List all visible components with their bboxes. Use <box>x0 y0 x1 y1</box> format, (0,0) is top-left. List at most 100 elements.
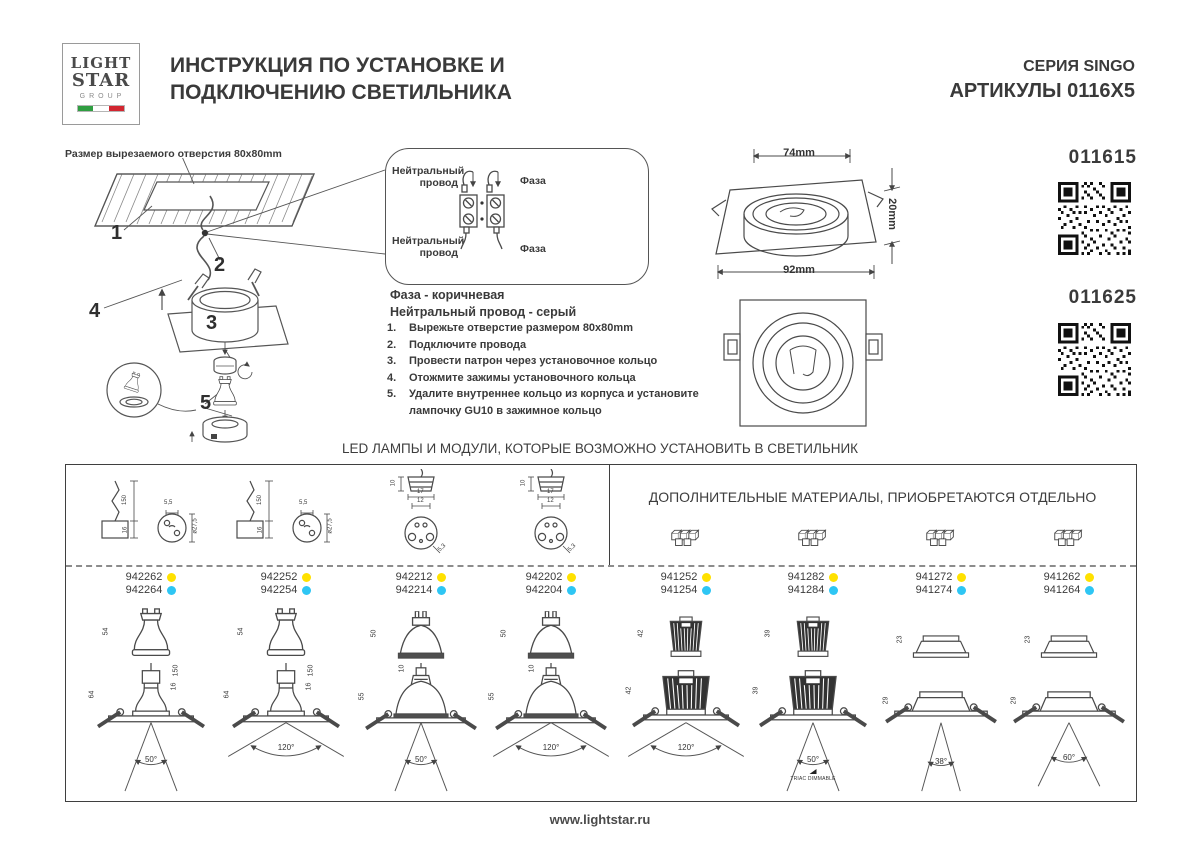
dim-label: 42 <box>637 629 645 638</box>
lamp-code: 942212 <box>395 571 433 583</box>
dim-label: 54 <box>237 627 245 636</box>
dim-92mm: 92mm <box>783 264 815 276</box>
phase-color: Фаза - коричневая <box>390 288 505 302</box>
lamp-code: 941262 <box>1043 571 1081 583</box>
dimmable-note: TRIAC DIMMABLE <box>790 776 836 782</box>
beam-angle: 60° <box>1062 753 1076 762</box>
phase-wire-label: Фаза <box>520 175 546 187</box>
fixture-dimension-drawing <box>711 149 901 427</box>
logo-word: STAR <box>71 70 131 91</box>
modules-panel: ДОПОЛНИТЕЛЬНЫЕ МАТЕРИАЛЫ, ПРИОБРЕТАЮТСЯ … <box>65 464 1137 802</box>
beam-angle: 120° <box>277 743 295 752</box>
yellow-dot-icon <box>302 572 312 582</box>
lamp-codes: 942202 942204 <box>486 571 616 596</box>
module-column: 941272 941274 23 29 38° <box>876 465 1006 801</box>
lamp-drawing: 50 <box>356 604 486 662</box>
lamp-codes: 941282 941284 <box>748 571 878 596</box>
beam-angle: 120° <box>542 743 560 752</box>
module-column: 10 17 12 5,3 942212 942214 50 55 10 50° <box>356 465 486 801</box>
blue-dot-icon <box>1085 585 1095 595</box>
article-number: 011625 <box>1068 287 1137 308</box>
step-item: 4.Отожмите зажимы установочного кольца <box>387 371 636 384</box>
dim-label: ø27,5 <box>192 518 199 534</box>
diagram-step-1: 1 <box>111 222 123 244</box>
lamp-codes: 941272 941274 <box>876 571 1006 596</box>
install-drawing: 42 120° <box>621 663 751 797</box>
module-column: 941282 941284 39 39 50° TRIAC DIMMABLE <box>748 465 878 801</box>
dimmer-icon <box>809 769 817 774</box>
neutral-wire-label: Нейтральный провод <box>392 165 465 189</box>
dim-label: 16 <box>257 526 264 534</box>
dim-label: 50 <box>370 629 378 638</box>
blue-dot-icon <box>957 585 967 595</box>
dim-label: 150 <box>257 494 264 506</box>
yellow-dot-icon <box>437 572 447 582</box>
lamp-drawing: 54 <box>221 604 351 662</box>
install-drawing: 29 60° <box>1004 663 1134 797</box>
blue-dot-icon <box>437 585 447 595</box>
lamp-codes: 942212 942214 <box>356 571 486 596</box>
dim-label: 17 <box>547 489 554 495</box>
lamp-code: 941274 <box>915 584 953 596</box>
dim-label: 5,5 <box>299 500 308 506</box>
logo-word: LIGHT <box>70 54 132 72</box>
extras-title: ДОПОЛНИТЕЛЬНЫЕ МАТЕРИАЛЫ, ПРИОБРЕТАЮТСЯ … <box>648 489 1097 505</box>
dim-label: 50 <box>500 629 508 638</box>
step-item: 3.Провести патрон через установочное кол… <box>387 355 658 367</box>
yellow-dot-icon <box>957 572 967 582</box>
gu53-socket-drawing: 10 17 12 5,3 <box>516 469 586 563</box>
lamp-codes: 942252 942254 <box>221 571 351 596</box>
gu10-socket-drawing: 150 16 5,5 ø27,5 <box>96 473 206 561</box>
beam-angle: 50° <box>806 755 820 764</box>
dim-label: 16 <box>122 526 129 534</box>
blue-dot-icon <box>829 585 839 595</box>
wire-color-legend: Фаза - коричневая Нейтральный провод - с… <box>390 287 576 321</box>
wiring-callout: Нейтральный провод Фаза Нейтральный пров… <box>385 148 649 285</box>
terminal-block-drawing <box>459 170 505 250</box>
lamp-code: 942254 <box>260 584 298 596</box>
yellow-dot-icon <box>567 572 577 582</box>
article-number: 011615 <box>1068 147 1137 168</box>
qr-code <box>1052 317 1137 402</box>
phase-wire-label: Фаза <box>520 243 546 255</box>
diagram-step-5: 5 <box>200 392 212 414</box>
beam-angle: 50° <box>144 755 158 764</box>
install-drawing: 55 10 120° <box>486 663 616 797</box>
lamp-code: 941252 <box>660 571 698 583</box>
blue-dot-icon <box>167 585 177 595</box>
module-column: 941252 941254 42 42 120° <box>621 465 751 801</box>
lamp-drawing: 42 <box>621 604 751 662</box>
lamp-drawing: 23 <box>1004 604 1134 662</box>
module-column: 10 17 12 5,3 942202 942204 50 55 10 120° <box>486 465 616 801</box>
yellow-dot-icon <box>702 572 712 582</box>
lamp-code: 942252 <box>260 571 298 583</box>
yellow-dot-icon <box>829 572 839 582</box>
lightstar-logo: LIGHT STAR GROUP <box>62 43 140 125</box>
lamp-drawing: 50 <box>486 604 616 662</box>
italy-flag-icon <box>77 105 125 112</box>
lamp-code: 941254 <box>660 584 698 596</box>
dashed-separator <box>66 565 1136 567</box>
series-label: СЕРИЯ SINGO <box>1023 58 1135 75</box>
yellow-dot-icon <box>167 572 177 582</box>
beam-angle: 38° <box>934 757 948 766</box>
page-title: ИНСТРУКЦИЯ ПО УСТАНОВКЕ И ПОДКЛЮЧЕНИЮ СВ… <box>170 52 512 106</box>
lamp-codes: 941252 941254 <box>621 571 751 596</box>
panel-divider <box>609 465 610 565</box>
lamp-code: 942204 <box>525 584 563 596</box>
dim-74mm: 74mm <box>783 147 815 159</box>
dim-label: 150 <box>122 494 129 506</box>
gu10-socket-drawing: 150 16 5,5 ø27,5 <box>231 473 341 561</box>
modules-title: LED ЛАМПЫ И МОДУЛИ, КОТОРЫЕ ВОЗМОЖНО УСТ… <box>341 441 859 456</box>
hole-size-note: Размер вырезаемого отверстия 80x80mm <box>65 148 282 160</box>
lamp-code: 941272 <box>915 571 953 583</box>
install-drawing: 55 10 50° <box>356 663 486 797</box>
dim-label: 12 <box>417 498 424 504</box>
blue-dot-icon <box>702 585 712 595</box>
neutral-color: Нейтральный провод - серый <box>390 305 577 319</box>
blue-dot-icon <box>567 585 577 595</box>
dim-label: 23 <box>896 635 904 644</box>
title-line: ИНСТРУКЦИЯ ПО УСТАНОВКЕ И <box>170 54 505 77</box>
step-item: 1.Вырежьте отверстие размером 80x80mm <box>387 322 633 334</box>
lamp-code: 942202 <box>525 571 563 583</box>
